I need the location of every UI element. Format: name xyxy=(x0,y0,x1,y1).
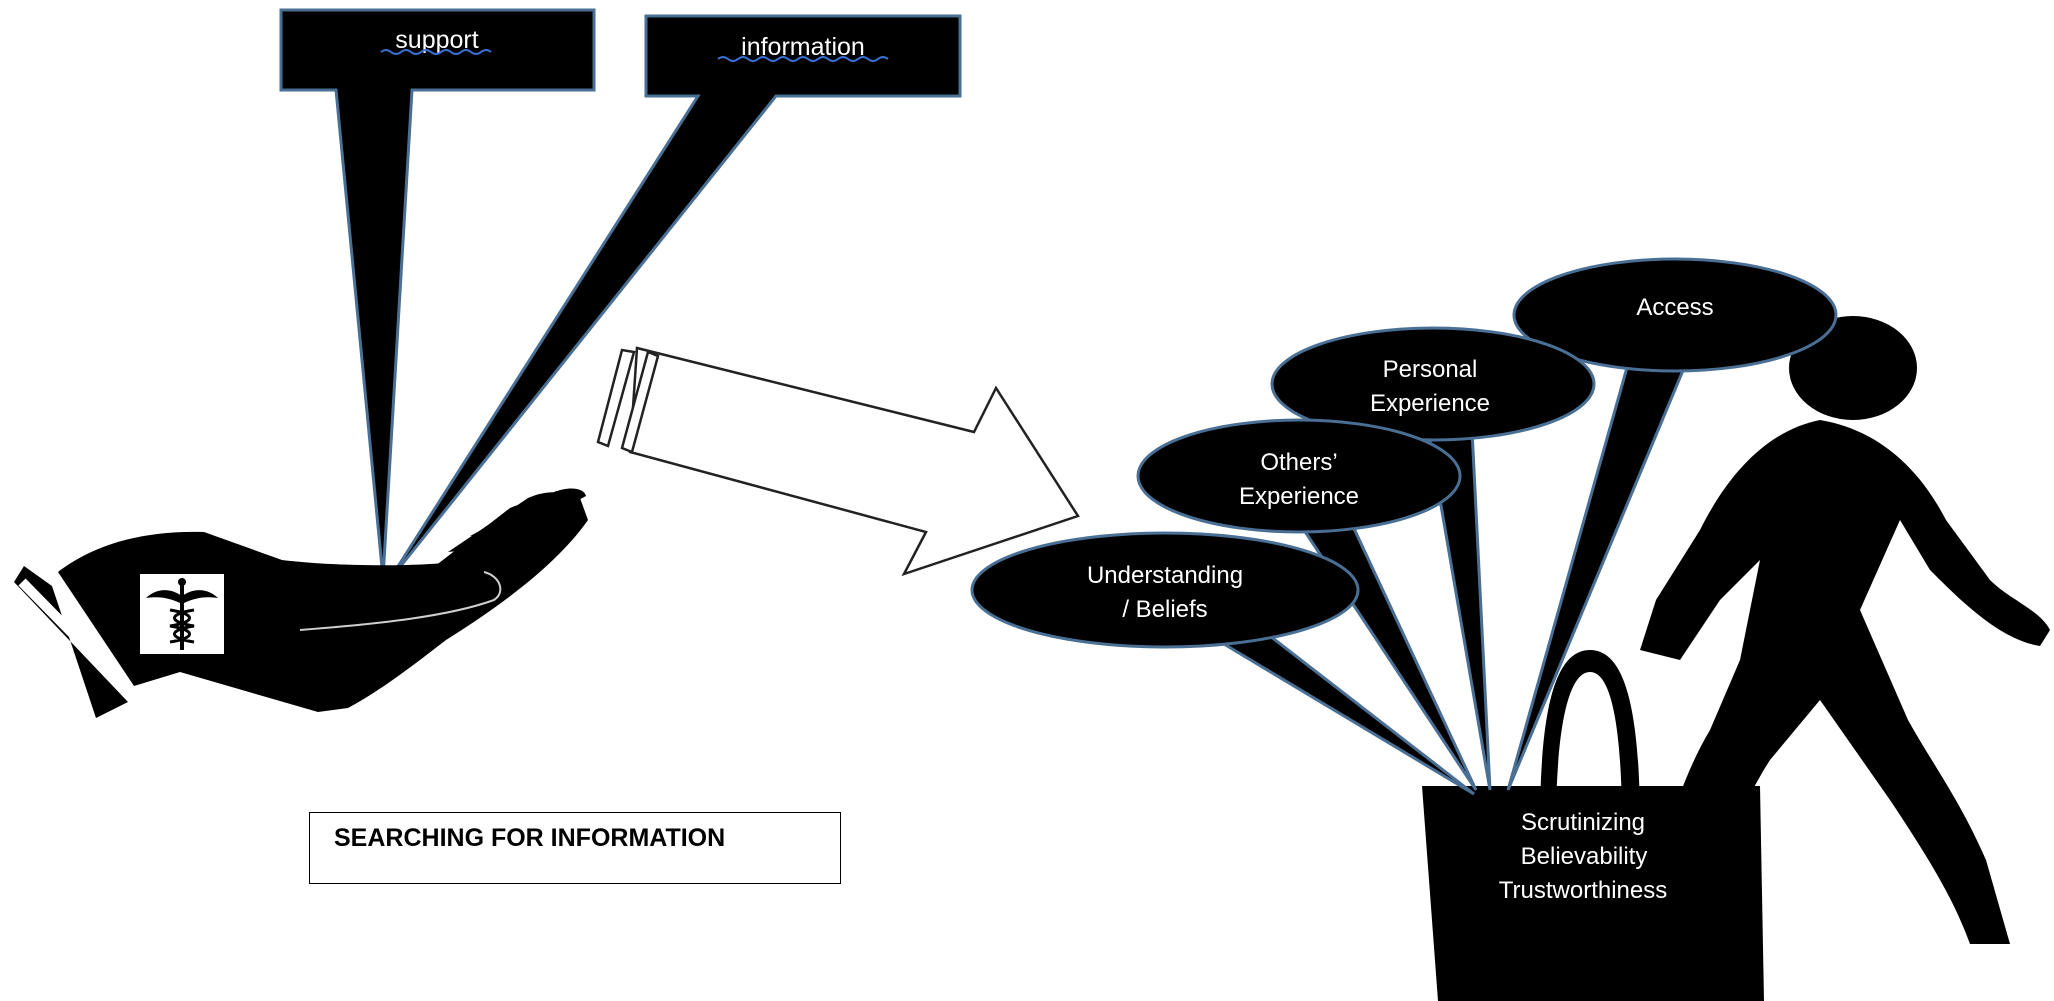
caduceus-icon xyxy=(140,574,224,654)
callout-support: support xyxy=(279,8,596,579)
bubble-access-line-1: Access xyxy=(1636,294,1713,321)
shopping-bag-icon: Scrutinizing Believability Trustworthine… xyxy=(1422,650,1764,1001)
bubble-others-experience-line-1: Others’ xyxy=(1260,449,1337,476)
open-hand-icon xyxy=(14,488,588,718)
bag-line-trustworthiness: Trustworthiness xyxy=(1499,877,1668,904)
bag-line-believability: Believability xyxy=(1521,843,1648,870)
callout-information: information xyxy=(386,14,962,583)
bubble-personal-experience-line-2: Experience xyxy=(1370,390,1490,417)
walking-person-icon xyxy=(1640,316,2050,944)
bag-line-scrutinizing: Scrutinizing xyxy=(1521,809,1645,836)
right-arrow-icon xyxy=(596,346,1080,577)
caption-box: SEARCHING FOR INFORMATION xyxy=(309,812,841,884)
spellcheck-underline-information xyxy=(717,56,889,62)
bubble-understanding-beliefs: Understanding / Beliefs xyxy=(970,531,1475,796)
bubble-personal-experience-line-1: Personal xyxy=(1383,356,1478,383)
spellcheck-underline-support xyxy=(380,49,492,55)
bubble-personal-experience: Personal Experience xyxy=(1270,326,1596,791)
bubble-others-experience-line-2: Experience xyxy=(1239,483,1359,510)
caption-title: SEARCHING FOR INFORMATION xyxy=(334,824,726,852)
bubble-access: Access xyxy=(1506,257,1838,791)
bubble-understanding-beliefs-line-2: / Beliefs xyxy=(1122,596,1207,623)
bubble-understanding-beliefs-line-1: Understanding xyxy=(1087,562,1243,589)
